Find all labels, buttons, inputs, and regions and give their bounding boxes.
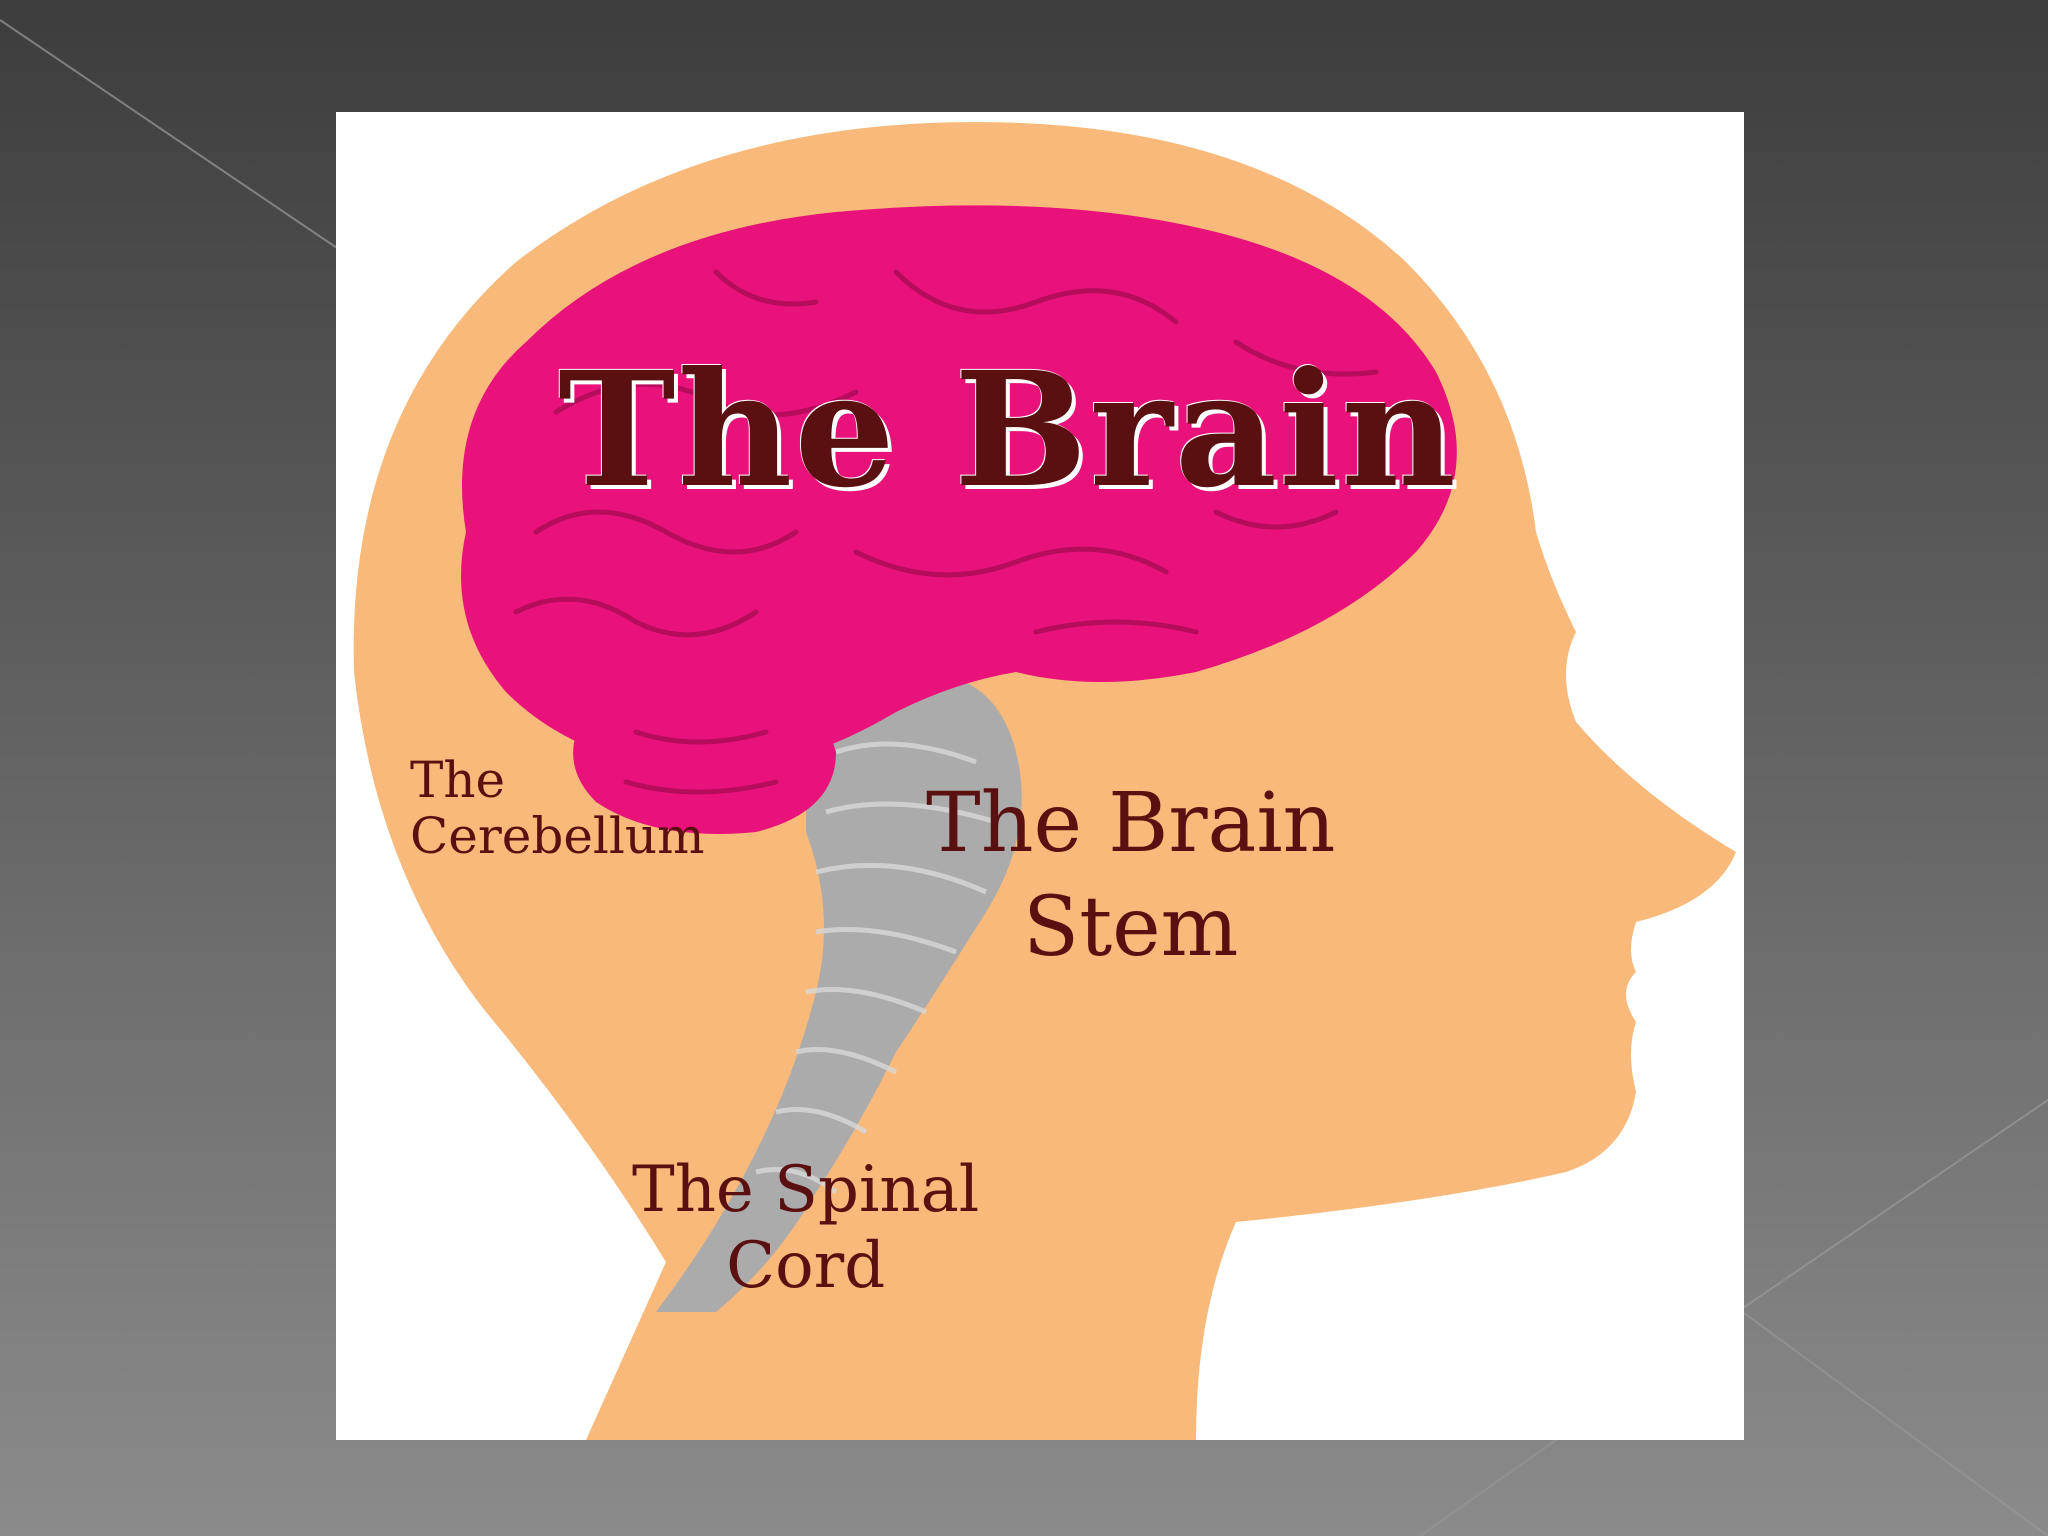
brain-stem-label: The Brain Stem [926, 772, 1335, 980]
brain-stem-label-line2: Stem [926, 876, 1335, 980]
spinal-cord-label: The Spinal Cord [632, 1152, 979, 1304]
brain-diagram: The Brain The Cerebellum The Brain Stem … [336, 112, 1744, 1440]
cerebellum-label-line2: Cerebellum [410, 808, 705, 864]
cerebellum-label: The Cerebellum [410, 752, 705, 864]
spinal-cord-label-line1: The Spinal [632, 1152, 979, 1228]
brain-stem-label-line1: The Brain [926, 772, 1335, 876]
diagram-title: The Brain [558, 352, 1458, 510]
spinal-cord-label-line2: Cord [632, 1228, 979, 1304]
cerebellum-label-line1: The [410, 752, 705, 808]
